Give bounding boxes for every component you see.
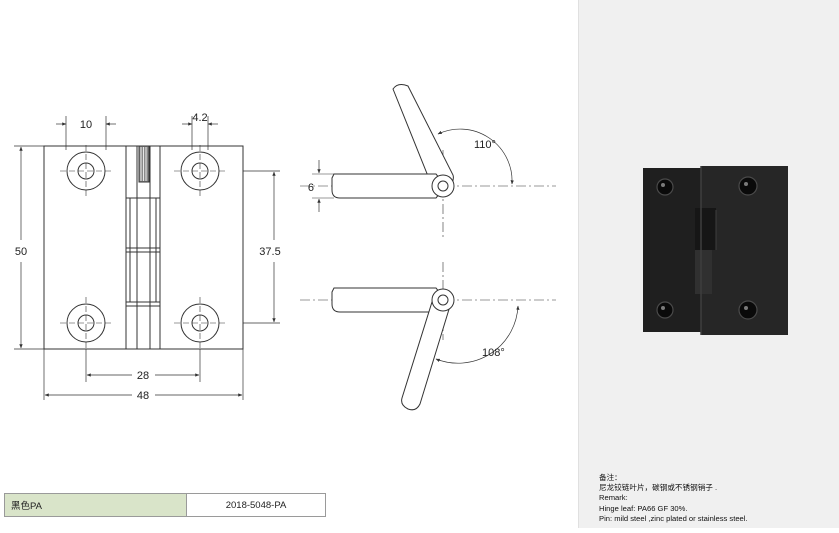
fixed-leaf-108 <box>331 287 442 313</box>
product-photo-panel: 备注： 尼龙铰链叶片，碳钢或不锈钢销子 . Remark: Hinge leaf… <box>578 0 839 528</box>
remark-cn-text: 尼龙铰链叶片，碳钢或不锈钢销子 . <box>599 483 718 493</box>
color-cell: 黑色PA <box>5 494 187 516</box>
dim-37-5-label: 37.5 <box>259 246 280 258</box>
hinge-photo <box>643 166 788 335</box>
dim-6-label: 6 <box>308 182 314 194</box>
dim-48-label: 48 <box>137 390 149 402</box>
hinge-front-view <box>43 145 244 350</box>
left-leaf <box>43 145 127 350</box>
dim-10-label: 10 <box>80 119 92 131</box>
angle-108-label: 108° <box>482 347 505 359</box>
remark-hinge-leaf: Hinge leaf: PA66 GF 30%. <box>599 503 688 513</box>
remark-en-title: Remark: <box>599 493 628 503</box>
dim-50-label: 50 <box>15 246 27 258</box>
open-leaf-110 <box>392 84 454 189</box>
right-leaf <box>159 145 244 350</box>
part-number-cell: 2018-5048-PA <box>187 494 325 516</box>
remark-block: 备注： 尼龙铰链叶片，碳钢或不锈钢销子 . Remark: Hinge leaf… <box>599 473 835 524</box>
side-view-110 <box>300 84 556 240</box>
front-view-dimensions <box>14 116 280 400</box>
remark-pin: Pin: mild steel ,zinc plated or stainles… <box>599 513 748 523</box>
remark-cn-title: 备注： <box>599 473 622 482</box>
dim-4-2-label: 4.2 <box>192 112 207 124</box>
pin-knurl <box>138 145 150 183</box>
side-view-108 <box>300 262 556 411</box>
technical-drawing: 10 4.2 50 37.5 28 48 110° 6 108° <box>14 84 556 411</box>
angle-110-label: 110° <box>474 139 496 151</box>
dim-28-label: 28 <box>137 370 149 382</box>
fixed-leaf-110 <box>331 173 442 199</box>
order-table: 黑色PA 2018-5048-PA <box>4 493 326 517</box>
open-leaf-108 <box>401 301 451 411</box>
